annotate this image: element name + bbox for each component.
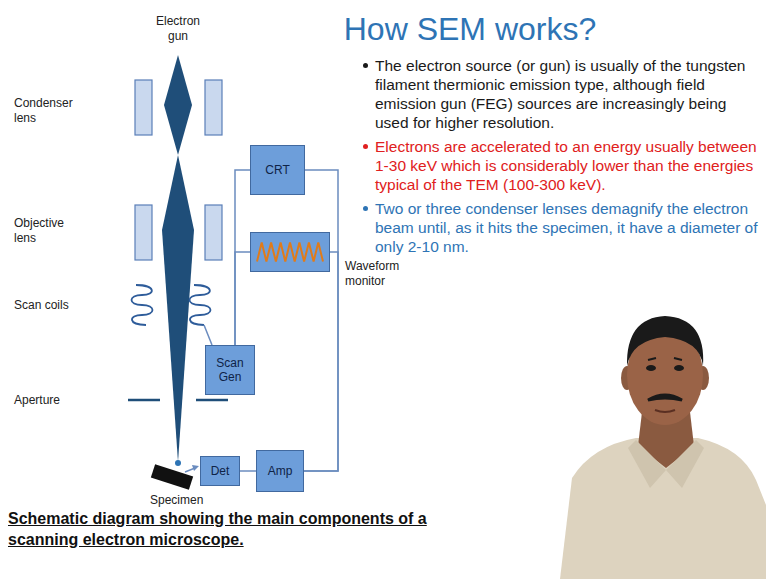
electron-beam (164, 55, 192, 155)
connector-line (235, 170, 250, 345)
aperture-plate (196, 399, 228, 402)
condenser-lens (205, 80, 222, 135)
part-label: Condenser lens (14, 96, 86, 126)
monitor-label: Waveform monitor (345, 259, 407, 289)
presenter-figure (560, 316, 766, 579)
bullet-text: The electron source (or gun) is usually … (375, 56, 760, 132)
specimen-block (151, 464, 193, 490)
figure-caption: Schematic diagram showing the main compo… (8, 508, 478, 550)
scan-coil (190, 285, 211, 325)
part-label: Aperture (14, 393, 86, 408)
connector-line (235, 252, 250, 345)
slide-title: How SEM works? (240, 10, 700, 48)
waveform-trace (251, 233, 329, 271)
bullet-text: Electrons are accelerated to an energy u… (375, 137, 760, 194)
part-label: Objective lens (14, 216, 86, 246)
component-box: Scan Gen (205, 345, 255, 395)
aperture-plate (128, 399, 160, 402)
box-label: Amp (268, 464, 293, 478)
box-label: Det (211, 464, 230, 478)
box-label: Scan Gen (206, 356, 254, 384)
part-label: Specimen (150, 493, 220, 508)
condenser-lens (135, 80, 152, 135)
bullet-dot (363, 206, 368, 211)
connector-line (304, 170, 338, 471)
bullet-dot (363, 144, 368, 149)
bullet-text: Two or three condenser lenses demagnify … (375, 199, 760, 256)
monitor-box: Waveform monitor (250, 232, 330, 272)
objective-lens (135, 205, 152, 260)
scan-coil (132, 285, 153, 325)
component-box: Amp (256, 450, 304, 492)
component-box: Det (200, 456, 240, 486)
objective-lens (205, 205, 222, 260)
connector-line (240, 470, 256, 472)
part-label: Electron gun (148, 14, 208, 44)
signal-arrowhead (192, 465, 199, 471)
electron-beam (162, 155, 194, 462)
component-box: CRT (250, 145, 305, 195)
beam-spot (175, 460, 181, 466)
box-label: CRT (265, 163, 289, 177)
connector-line (304, 252, 338, 471)
part-label: Scan coils (14, 298, 86, 313)
bullet-dot (363, 63, 368, 68)
coil-wire (204, 325, 212, 345)
